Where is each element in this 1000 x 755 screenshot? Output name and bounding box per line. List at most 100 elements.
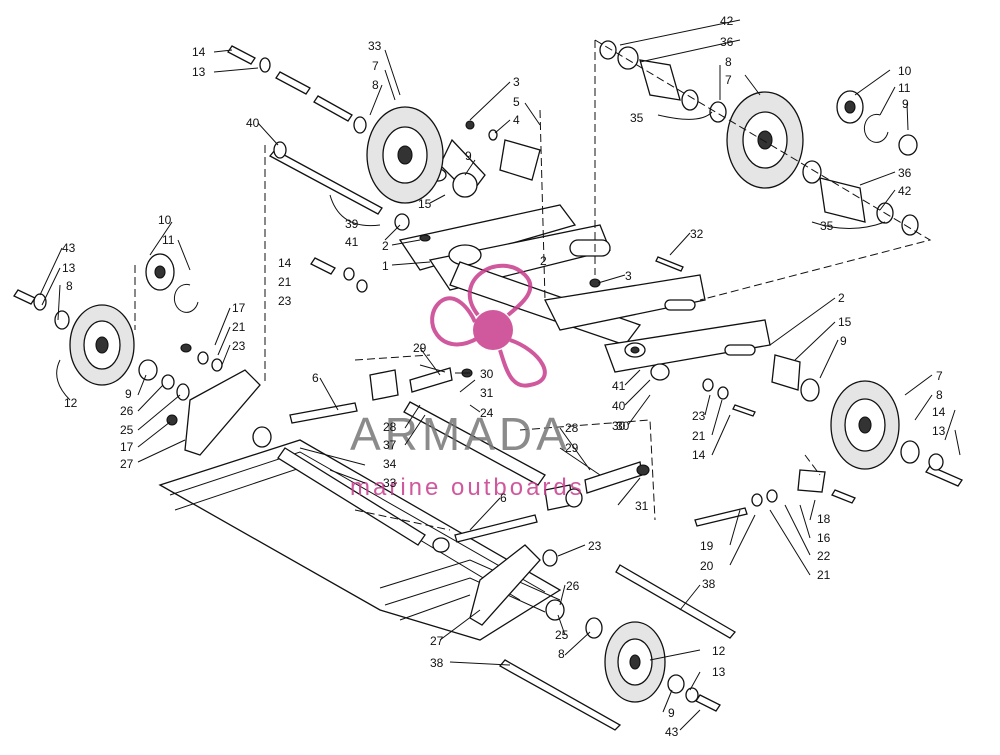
callout-25: 25 (120, 423, 134, 437)
callout-23: 23 (278, 294, 292, 308)
watermark-brand: ARMADA (350, 408, 571, 460)
callout-13: 13 (62, 261, 76, 275)
idler-wheel-right (830, 380, 900, 470)
callout-14: 14 (692, 448, 706, 462)
callout-36: 36 (720, 35, 734, 49)
callout-3: 3 (513, 75, 520, 89)
callout-17: 17 (232, 301, 246, 315)
callout-5: 5 (513, 95, 520, 109)
callout-9: 9 (840, 334, 847, 348)
callout-33: 33 (368, 39, 382, 53)
callout-40: 40 (612, 399, 626, 413)
callout-8: 8 (66, 279, 73, 293)
callout-23: 23 (692, 409, 706, 423)
callout-36: 36 (898, 166, 912, 180)
callout-3: 3 (625, 269, 632, 283)
callout-30: 30 (616, 419, 630, 433)
propeller-blade-top (468, 263, 533, 317)
idler-wheel-top-right (726, 91, 804, 189)
callout-7: 7 (725, 73, 732, 87)
callout-6: 6 (500, 491, 507, 505)
callout-12: 12 (64, 396, 78, 410)
callout-26: 26 (120, 404, 134, 418)
callout-31: 31 (480, 386, 494, 400)
callout-2: 2 (540, 254, 547, 268)
callout-23: 23 (232, 339, 246, 353)
callout-7: 7 (372, 59, 379, 73)
callout-32: 32 (690, 227, 704, 241)
callout-41: 41 (612, 379, 626, 393)
pivot-arm (398, 204, 771, 373)
callout-28: 28 (565, 421, 579, 435)
propeller-blade-left (430, 296, 480, 347)
callout-29: 29 (413, 341, 427, 355)
callout-23: 23 (588, 539, 602, 553)
callout-14: 14 (192, 45, 206, 59)
callout-10: 10 (898, 64, 912, 78)
callout-21: 21 (817, 568, 831, 582)
callout-8: 8 (936, 388, 943, 402)
callout-11: 11 (898, 81, 911, 95)
callout-2: 2 (838, 291, 845, 305)
callout-21: 21 (692, 429, 706, 443)
propeller-blade-right (498, 338, 547, 388)
callout-27: 27 (120, 457, 134, 471)
idler-wheel-bottom (604, 621, 666, 703)
callout-34: 34 (383, 457, 397, 471)
callout-38: 38 (430, 656, 444, 670)
callout-31: 31 (635, 499, 649, 513)
callout-15: 15 (838, 315, 852, 329)
callout-7: 7 (936, 369, 943, 383)
callout-43: 43 (62, 241, 76, 255)
callout-1: 1 (382, 259, 389, 273)
callout-8: 8 (372, 78, 379, 92)
callout-24: 24 (480, 406, 494, 420)
callout-28: 28 (383, 420, 397, 434)
assembly-lines (134, 39, 932, 531)
callout-4: 4 (513, 113, 520, 127)
callout-38: 38 (702, 577, 716, 591)
callout-12: 12 (712, 644, 726, 658)
callout-14: 14 (278, 256, 292, 270)
callout-37: 37 (383, 438, 397, 452)
callout-9: 9 (668, 706, 675, 720)
callout-42: 42 (898, 184, 912, 198)
callout-13: 13 (192, 65, 206, 79)
callout-41: 41 (345, 235, 359, 249)
watermark-tagline: marine outboards (350, 474, 585, 501)
callout-43: 43 (665, 725, 679, 739)
callout-19: 19 (700, 539, 714, 553)
shafts (13, 45, 963, 731)
callout-21: 21 (278, 275, 292, 289)
callout-17: 17 (120, 440, 134, 454)
callout-30: 30 (612, 419, 626, 433)
callout-6: 6 (312, 371, 319, 385)
propeller-hub (473, 310, 513, 350)
callout-9: 9 (465, 149, 472, 163)
callout-35: 35 (820, 219, 834, 233)
idler-wheel-top-center (366, 106, 444, 204)
callout-9: 9 (902, 97, 909, 111)
propeller-logo (430, 263, 547, 388)
callout-22: 22 (817, 549, 831, 563)
callout-35: 35 (630, 111, 644, 125)
callout-30: 30 (480, 367, 494, 381)
frame-rails (158, 439, 562, 641)
watermark: ARMADA marine outboards (350, 263, 585, 501)
callout-18: 18 (817, 512, 831, 526)
callout-42: 42 (720, 14, 734, 28)
side-brackets (184, 369, 541, 626)
callout-29: 29 (565, 441, 579, 455)
callout-13: 13 (712, 665, 726, 679)
callout-9: 9 (125, 387, 132, 401)
callout-25: 25 (555, 628, 569, 642)
callout-26: 26 (566, 579, 580, 593)
callout-27: 27 (430, 634, 444, 648)
callout-40: 40 (246, 116, 260, 130)
callout-39: 39 (345, 217, 359, 231)
callout-15: 15 (418, 197, 432, 211)
callout-33: 33 (383, 476, 397, 490)
idler-wheel-left (69, 304, 135, 386)
callout-20: 20 (700, 559, 714, 573)
